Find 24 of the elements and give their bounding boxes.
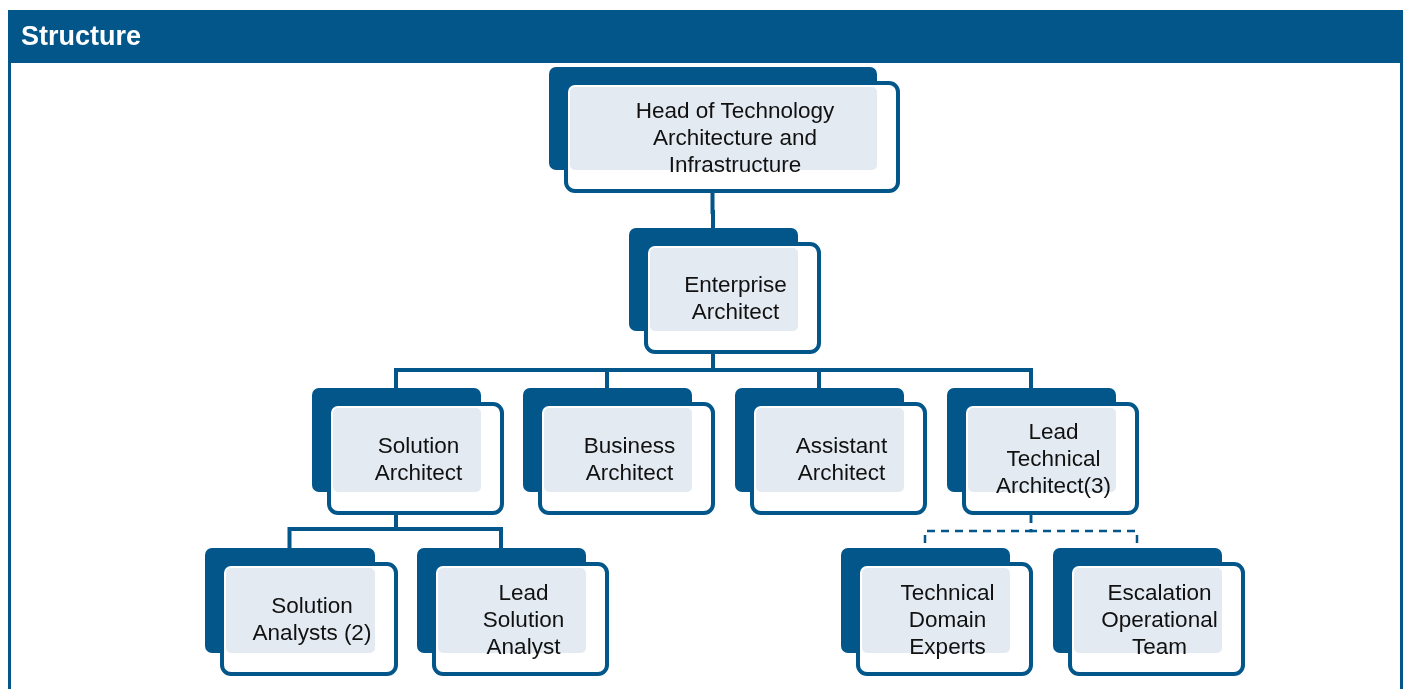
org-chart-box (523, 388, 715, 515)
connector-line (394, 515, 503, 548)
role-title: Head of Technology Architecture and Infrastructure (634, 96, 836, 178)
org-chart-box (1053, 548, 1245, 676)
role-title: Solution Architect (373, 431, 464, 486)
role-title: Escalation Operational Team (1100, 578, 1219, 660)
connector-line (710, 193, 715, 228)
org-chart-box (947, 388, 1139, 515)
org-chart-box (205, 548, 398, 676)
role-title: Assistant Architect (794, 431, 889, 486)
org-chart-box (629, 228, 821, 354)
role-title: Technical Domain Experts (899, 578, 996, 660)
connector-line (711, 354, 1033, 388)
org-chart-box (312, 388, 504, 515)
role-title: Solution Analysts (2) (251, 592, 373, 646)
role-title: Lead Solution Analyst (481, 578, 566, 660)
org-chart-box (841, 548, 1033, 676)
role-title: Enterprise Architect (683, 271, 788, 325)
role-title: Business Architect (582, 431, 677, 486)
org-chart-box (417, 548, 609, 676)
org-chart-box (735, 388, 927, 515)
role-title: Lead Technical Architect(3) (995, 418, 1112, 499)
section-title: Structure (21, 21, 142, 52)
org-chart-box (549, 67, 900, 193)
